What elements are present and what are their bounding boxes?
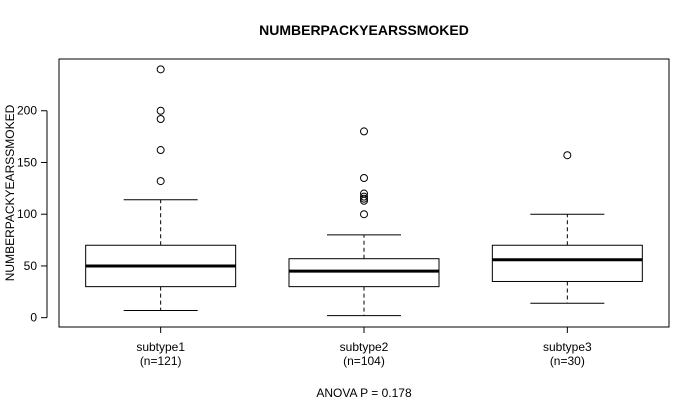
outlier-point <box>156 65 165 74</box>
outlier-point <box>563 151 572 160</box>
box-subtype1 <box>85 65 237 311</box>
outlier-point <box>156 177 165 186</box>
y-tick-label: 150 <box>17 155 37 169</box>
x-tick-label: subtype3 <box>543 340 592 354</box>
x-tick-count-label: (n=121) <box>140 354 182 368</box>
chart-title: NUMBERPACKYEARSSMOKED <box>259 22 469 38</box>
y-axis: 0 50 100 150 200 <box>17 104 48 325</box>
outlier-point <box>360 189 368 198</box>
outlier-point <box>156 115 165 124</box>
y-tick-label: 50 <box>24 259 38 273</box>
outlier-point <box>360 194 368 203</box>
outlier-point <box>360 210 368 219</box>
outlier-point <box>360 127 368 136</box>
x-tick-label: subtype2 <box>340 340 389 354</box>
y-tick-label: 0 <box>30 311 37 325</box>
y-tick-label: 200 <box>17 104 37 118</box>
x-tick-count-label: (n=104) <box>343 354 385 368</box>
box-subtype2 <box>288 127 440 317</box>
iqr-box <box>491 244 643 282</box>
iqr-box <box>288 258 440 288</box>
x-tick-count-label: (n=30) <box>550 354 585 368</box>
anova-p-value: ANOVA P = 0.178 <box>316 386 412 400</box>
y-axis-label: NUMBERPACKYEARSSMOKED <box>3 104 17 281</box>
outlier-point <box>156 106 165 115</box>
x-tick-label: subtype1 <box>136 340 185 354</box>
outlier-point <box>156 146 165 155</box>
x-axis-labels: subtype1(n=121) subtype2(n=104) subtype3(n… <box>136 327 592 368</box>
boxes-layer <box>85 65 643 317</box>
y-tick-label: 100 <box>17 207 37 221</box>
outlier-point <box>360 192 368 201</box>
outlier-point <box>360 173 368 182</box>
box-subtype3 <box>491 151 643 304</box>
